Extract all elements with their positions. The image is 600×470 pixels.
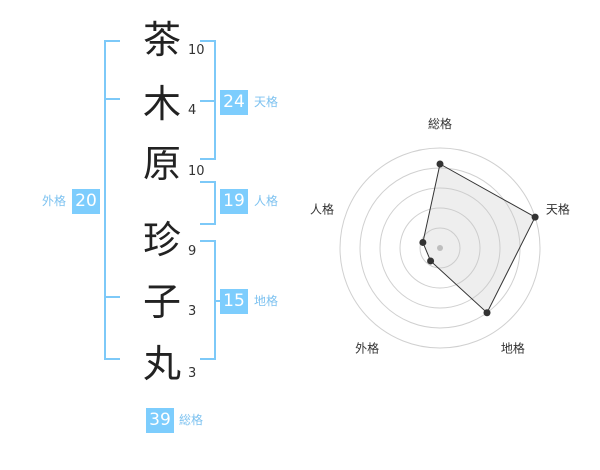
- radar-ring-5: [339, 147, 541, 349]
- stroke-count-6: 3: [188, 366, 197, 381]
- name-char-2: 木: [142, 82, 181, 126]
- name-char-3: 原: [142, 142, 181, 186]
- soukaku-badge: 39: [146, 408, 174, 433]
- radar-point-3: [483, 309, 491, 317]
- radar-point-5: [419, 238, 427, 246]
- chikaku-connector: [214, 300, 222, 302]
- radar-ring-3: [379, 187, 501, 309]
- radar-axis-label-2: 天格: [546, 202, 570, 217]
- tenkaku-label: 天格: [254, 95, 279, 109]
- stroke-count-4: 9: [188, 244, 197, 259]
- stroke-count-1: 10: [188, 43, 205, 58]
- radar-ring-1: [419, 227, 461, 269]
- radar-point-2: [531, 213, 539, 221]
- tenkaku-badge: 24: [220, 90, 248, 115]
- name-char-6: 丸: [142, 342, 181, 386]
- stroke-count-2: 4: [188, 103, 197, 118]
- radar-series-area: [422, 163, 536, 314]
- name-char-5: 子: [142, 280, 181, 324]
- radar-point-1: [436, 160, 444, 168]
- soukaku-label: 総格: [179, 413, 204, 427]
- radar-axis-label-4: 外格: [355, 340, 379, 355]
- jinkaku-badge: 19: [220, 189, 248, 214]
- jinkaku-label: 人格: [254, 194, 279, 208]
- radar-point-4: [427, 257, 435, 265]
- chikaku-badge: 15: [220, 289, 248, 314]
- gaikaku-badge: 20: [72, 189, 100, 214]
- stroke-count-3: 10: [188, 164, 205, 179]
- radar-axis-label-1: 総格: [428, 116, 452, 131]
- radar-axis-label-3: 地格: [501, 340, 525, 355]
- name-char-4: 珍: [142, 218, 181, 262]
- gaikaku-label: 外格: [42, 194, 67, 208]
- chikaku-label: 地格: [254, 294, 279, 308]
- radar-axis-label-5: 人格: [310, 202, 334, 217]
- stroke-count-5: 3: [188, 304, 197, 319]
- radar-ring-2: [399, 207, 481, 289]
- radar-center: [437, 245, 443, 251]
- name-char-1: 茶: [142, 18, 181, 62]
